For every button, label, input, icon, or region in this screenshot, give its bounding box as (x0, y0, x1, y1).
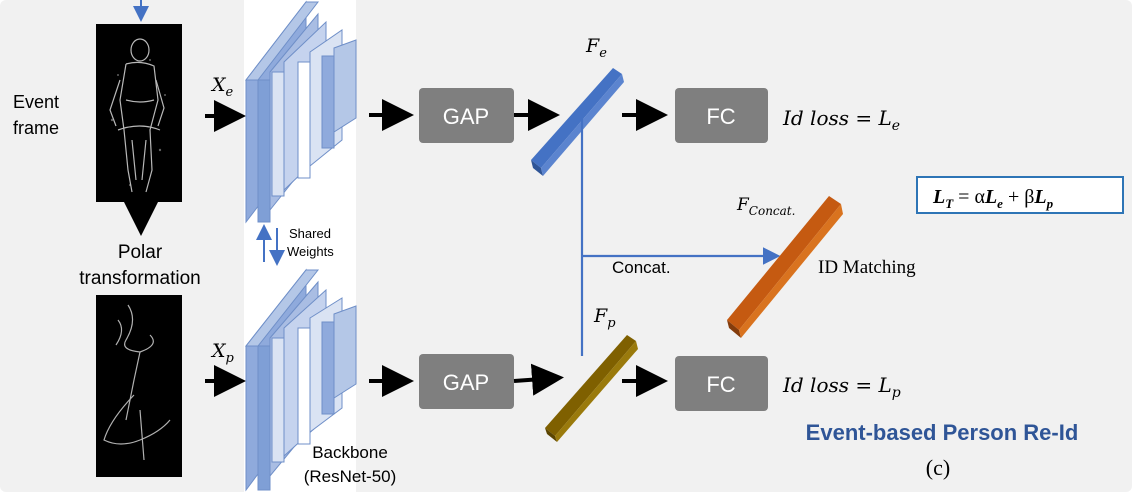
event-frame-label-line1: Event (13, 92, 59, 112)
shared-weights-label-line2: Weights (287, 244, 334, 259)
cnn-stack-top (244, 0, 357, 224)
gap-label-bottom: GAP (443, 370, 489, 395)
id-loss-top: Id loss = Le (782, 106, 900, 134)
fconcat-feature-bar (727, 196, 843, 338)
fc-box-top (675, 88, 768, 143)
id-loss-bottom: Id loss = Lp (782, 373, 901, 401)
event-frame-image (96, 24, 182, 202)
gap-label-top: GAP (443, 104, 489, 129)
polar-label-line1: Polar (118, 242, 163, 263)
total-loss-box (916, 176, 1124, 214)
fconcat-label: FConcat. (736, 195, 795, 218)
fp-feature-bar (545, 335, 638, 442)
polar-label-line2: transformation (79, 268, 200, 289)
backbone-label-line2: (ResNet-50) (304, 467, 397, 486)
total-loss-formula: LT = αLe + βLp (932, 186, 1054, 211)
polar-image (96, 295, 182, 477)
fe-label: Fe (585, 35, 607, 61)
shared-weights-label-line1: Shared (289, 226, 331, 241)
fc-box-bottom (675, 356, 768, 411)
event-frame-label-line2: frame (13, 118, 59, 138)
gap-box-top (419, 88, 514, 143)
xe-label: Xe (210, 74, 234, 100)
subfigure-label: (c) (926, 455, 950, 480)
cnn-stack-bottom (244, 268, 357, 492)
gap-box-bottom (419, 354, 514, 409)
diagram-title: Event-based Person Re-Id (806, 420, 1079, 445)
concat-label: Concat. (612, 258, 671, 277)
backbone-label-line1: Backbone (312, 443, 388, 462)
id-matching-label: ID Matching (818, 257, 916, 278)
xp-label: Xp (210, 340, 235, 366)
fp-label: Fp (593, 305, 616, 331)
gap-to-fp-arrow (513, 363, 564, 396)
fc-label-bottom: FC (706, 372, 735, 397)
fc-label-top: FC (706, 104, 735, 129)
